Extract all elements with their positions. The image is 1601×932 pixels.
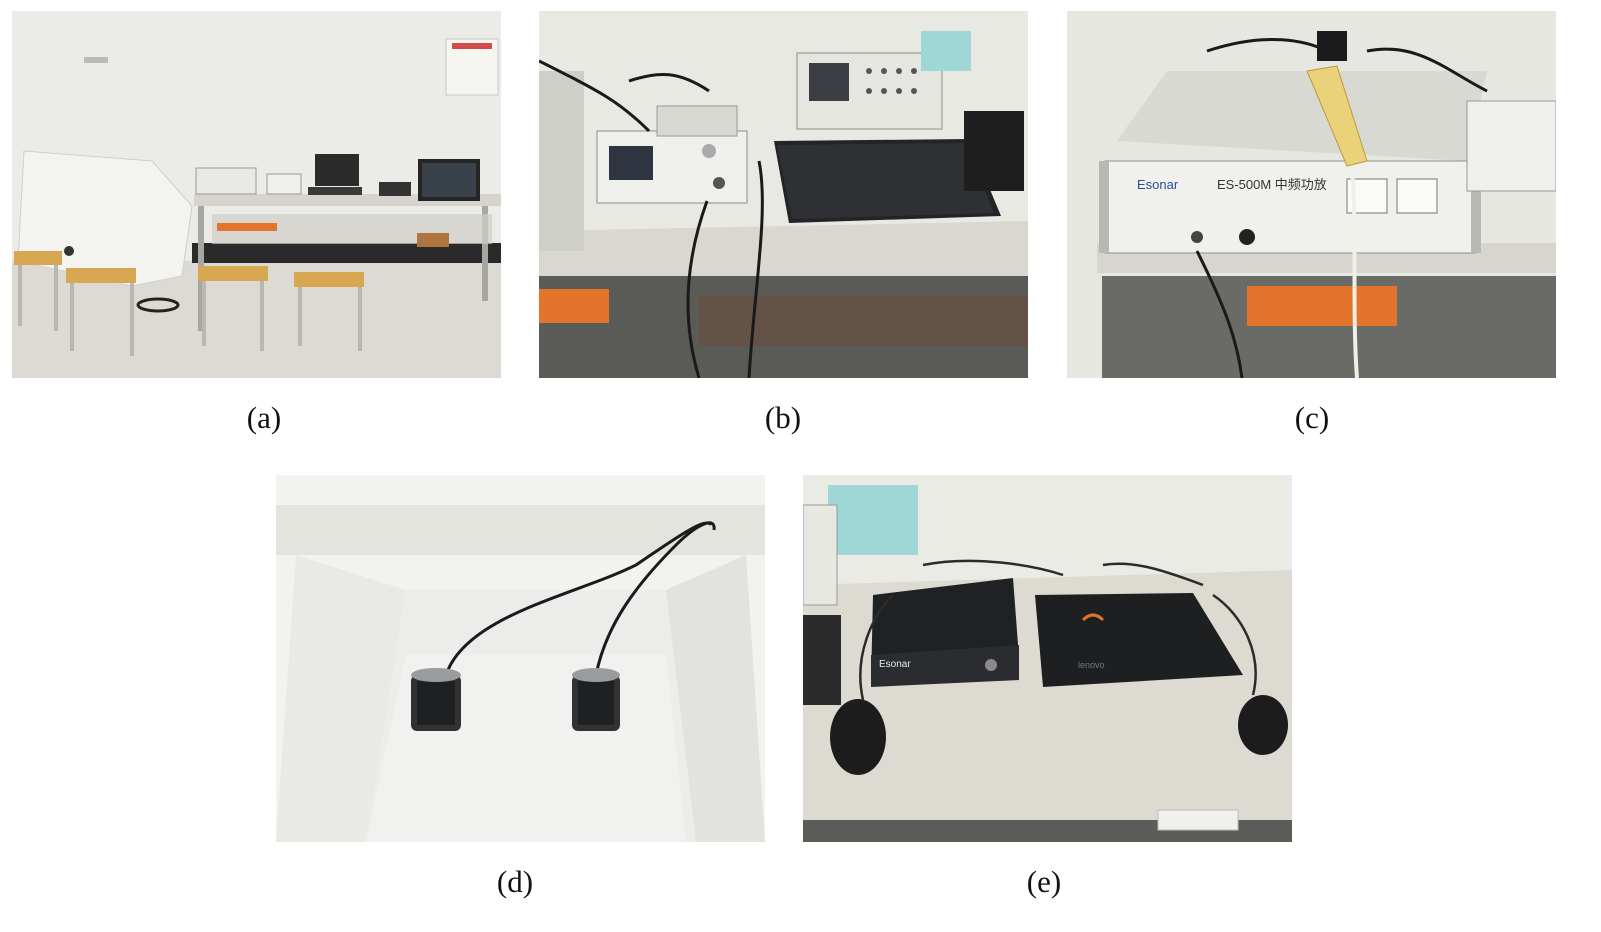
acquisition-box-brand: Esonar — [879, 659, 911, 670]
transducer-left — [411, 668, 461, 731]
photo-acquisition-setup: Esonar lenovo — [803, 475, 1292, 842]
caption-b: (b) — [764, 400, 802, 435]
transducer-right — [572, 668, 620, 731]
laptop-brand: lenovo — [1078, 660, 1105, 670]
photo-panel-c: Esonar ES-500M 中频功放 — [1067, 11, 1556, 378]
photo-panel-e: Esonar lenovo — [803, 475, 1292, 842]
amplifier-brand-label: Esonar — [1137, 177, 1179, 192]
photo-instrument-bench — [539, 11, 1028, 378]
caption-d: (d) — [496, 864, 534, 899]
photo-power-amplifier: Esonar ES-500M 中频功放 — [1067, 11, 1556, 378]
amplifier-model-label: ES-500M 中频功放 — [1217, 177, 1327, 192]
photo-water-tank — [276, 475, 765, 842]
caption-c: (c) — [1294, 400, 1330, 435]
caption-a: (a) — [246, 400, 282, 435]
photo-panel-d — [276, 475, 765, 842]
photo-panel-a — [12, 11, 501, 378]
photo-lab-overview — [12, 11, 501, 378]
caption-e: (e) — [1026, 864, 1062, 899]
photo-panel-b — [539, 11, 1028, 378]
